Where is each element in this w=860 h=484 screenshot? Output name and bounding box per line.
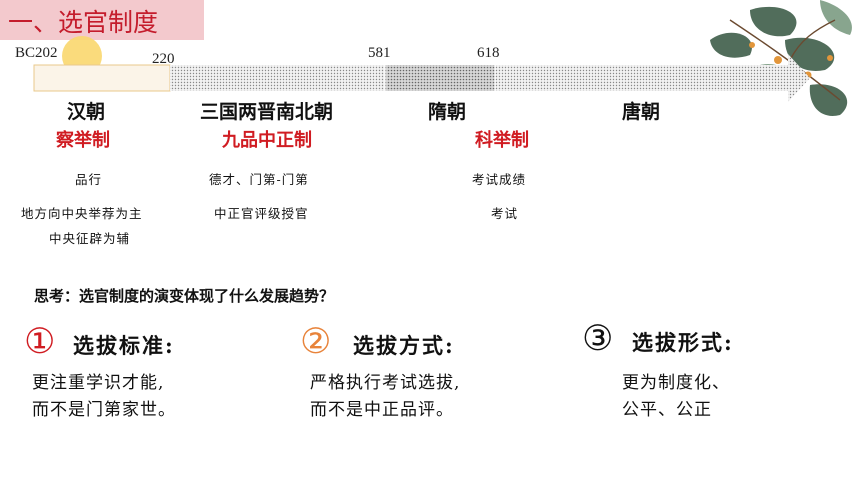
dynasty-wei-jin: 三国两晋南北朝 (200, 101, 334, 123)
point-3-body-line1: 更为制度化、 (622, 373, 730, 393)
dynasty-han: 汉朝 (67, 101, 106, 123)
timeline-segment-tang (495, 54, 810, 102)
system-keju: 科举制 (475, 130, 529, 151)
point-1-heading: 选拔标准: (73, 333, 175, 358)
note-sui-method: 考试 (491, 206, 519, 221)
number-3-icon: ③ (582, 319, 614, 359)
dynasty-sui: 隋朝 (428, 101, 467, 123)
point-3-body-line2: 公平、公正 (622, 400, 712, 420)
point-1-body-line2: 而不是门第家世。 (32, 400, 176, 420)
number-2-icon: ② (300, 322, 332, 362)
note-han-method-2: 中央征辟为辅 (49, 231, 131, 246)
number-1-icon: ① (24, 322, 56, 362)
title-banner (0, 0, 204, 40)
timeline-segment-wei (170, 65, 385, 91)
note-wei-criterion: 德才、门第-门第 (209, 172, 309, 187)
timeline-segment-sui (385, 65, 495, 91)
system-chaju: 察举制 (56, 130, 110, 151)
note-sui-criterion: 考试成绩 (472, 172, 527, 187)
note-han-criterion: 品行 (75, 172, 103, 187)
point-3-heading: 选拔形式: (632, 330, 734, 355)
timeline-segment-han (33, 64, 171, 92)
point-1-body-line1: 更注重学识才能, (32, 373, 165, 393)
year-label-618: 618 (477, 45, 500, 61)
note-han-method-1: 地方向中央举荐为主 (21, 206, 143, 221)
dynasty-tang: 唐朝 (622, 101, 661, 123)
page-title: 一、选官制度 (8, 8, 159, 37)
point-2-body-line1: 严格执行考试选拔, (310, 373, 461, 393)
point-2-body-line2: 而不是中正品评。 (310, 400, 454, 420)
year-label-581: 581 (368, 45, 391, 61)
year-label-220: 220 (152, 51, 175, 67)
timeline (33, 54, 810, 102)
system-jiupin: 九品中正制 (222, 130, 312, 151)
year-label-bc202: BC202 (15, 45, 58, 61)
question-text: 思考：选官制度的演变体现了什么发展趋势？ (34, 287, 335, 305)
point-2-heading: 选拔方式: (353, 333, 455, 358)
note-wei-method: 中正官评级授官 (214, 206, 309, 221)
